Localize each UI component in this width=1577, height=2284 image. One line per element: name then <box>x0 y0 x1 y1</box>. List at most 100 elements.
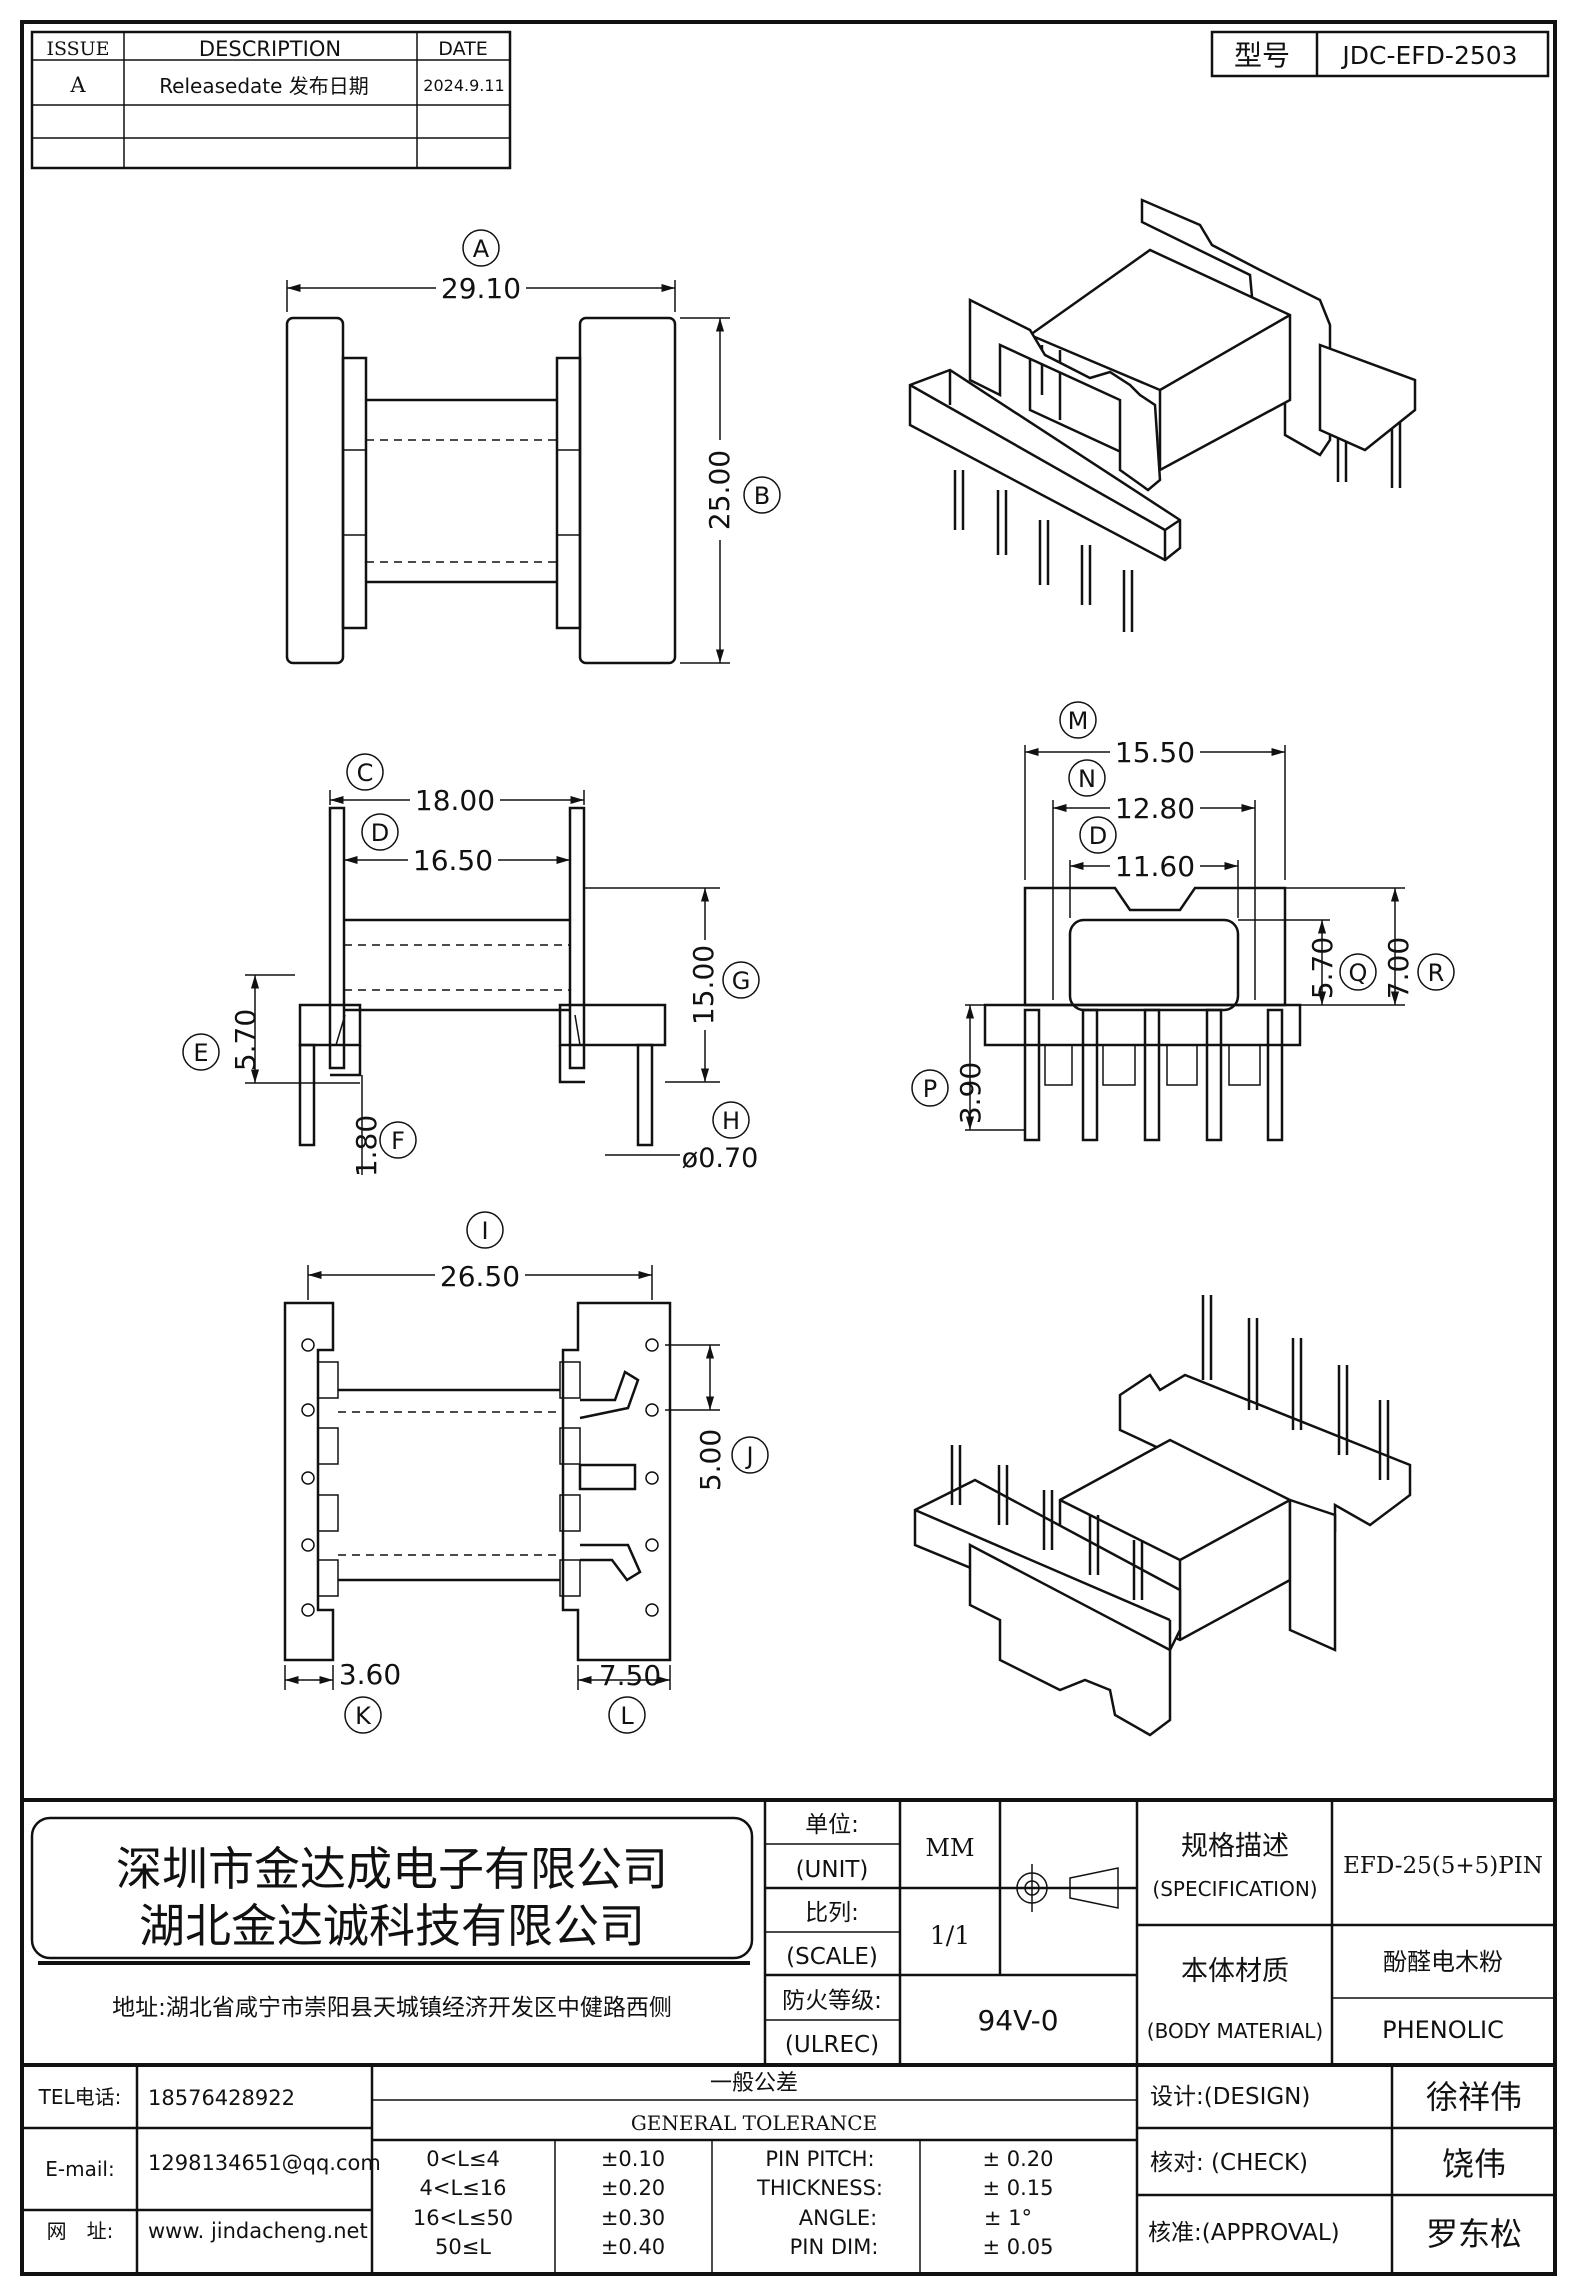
fire-value: 94V-0 <box>977 2004 1058 2037</box>
tolerance-value-4: ±0.40 <box>601 2235 665 2259</box>
material-value-en: PHENOLIC <box>1382 2016 1504 2044</box>
spec-value: EFD-25(5+5)PIN <box>1343 1853 1543 1879</box>
scale-label-en: (SCALE) <box>786 1944 878 1970</box>
dim-letter-c: C <box>357 759 374 787</box>
rev-description-a: Releasedate 发布日期 <box>159 74 369 98</box>
pin-pitch-label: PIN PITCH: <box>765 2147 874 2171</box>
isometric-view-top <box>908 198 1417 632</box>
dim-value-c: 18.00 <box>415 784 495 817</box>
approval-name: 罗东松 <box>1426 2215 1522 2253</box>
angle-value: ± 1° <box>984 2206 1032 2230</box>
tolerance-range-2: 4<L≤16 <box>420 2176 507 2200</box>
pin-dim-label: PIN DIM: <box>790 2235 879 2259</box>
dim-value-p: 3.90 <box>954 1062 987 1124</box>
company-name-line1: 深圳市金达成电子有限公司 <box>116 1842 668 1896</box>
model-label: 型号 <box>1234 39 1290 72</box>
model-box: 型号 JDC-EFD-2503 <box>1210 30 1550 78</box>
approval-label: 核准:(APPROVAL) <box>1148 2220 1340 2246</box>
angle-label: ANGLE: <box>799 2206 877 2230</box>
sheet-border <box>20 20 1557 2276</box>
fire-label-en: (ULREC) <box>785 2032 879 2058</box>
dim-value-m: 15.50 <box>1115 736 1195 769</box>
scale-label-cn: 比列: <box>805 1900 859 1926</box>
web-label: 网 址: <box>47 2219 114 2243</box>
rev-header-date: DATE <box>438 38 487 60</box>
dim-letter-b: B <box>754 482 770 510</box>
rev-header-description: DESCRIPTION <box>199 37 341 61</box>
projection-symbol-icon <box>1008 1864 1124 1912</box>
isometric-view-bottom <box>913 1295 1412 1737</box>
pin-pitch-value: ± 0.20 <box>982 2147 1053 2171</box>
dim-letter-n: N <box>1078 765 1096 793</box>
dim-letter-h: H <box>722 1107 740 1135</box>
top-view: A 29.10 25.00 B <box>285 229 781 665</box>
dim-letter-e: E <box>193 1039 208 1067</box>
unit-label-cn: 单位: <box>805 1812 859 1838</box>
tel-value: 18576428922 <box>148 2086 295 2110</box>
dim-letter-q: Q <box>1349 959 1368 987</box>
tolerance-value-2: ±0.20 <box>601 2176 665 2200</box>
rev-date-a: 2024.9.11 <box>423 76 504 95</box>
dim-letter-g: G <box>732 967 751 995</box>
revision-table: ISSUE DESCRIPTION DATE A Releasedate 发布日… <box>30 30 512 170</box>
dim-value-g: 15.00 <box>687 945 720 1025</box>
dim-letter-l: L <box>620 1702 634 1730</box>
tolerance-value-1: ±0.10 <box>601 2147 665 2171</box>
company-name-line2: 湖北金达诚科技有限公司 <box>139 1899 645 1953</box>
dim-value-j: 5.00 <box>694 1429 727 1491</box>
thickness-label: THICKNESS: <box>756 2176 883 2200</box>
dim-value-r: 7.00 <box>1382 937 1415 999</box>
pin-dim-value: ± 0.05 <box>982 2235 1053 2259</box>
tolerance-value-3: ±0.30 <box>601 2206 665 2230</box>
tolerance-range-4: 50≤L <box>435 2235 491 2259</box>
material-value-cn: 酚醛电木粉 <box>1383 1948 1503 1976</box>
design-name: 徐祥伟 <box>1426 2078 1522 2116</box>
material-label-en: (BODY MATERIAL) <box>1147 2019 1323 2043</box>
dim-value-l: 7.50 <box>599 1659 661 1692</box>
dim-letter-d: D <box>371 819 389 847</box>
unit-value: MM <box>925 1834 974 1862</box>
dim-letter-i: I <box>481 1217 488 1245</box>
fire-label-cn: 防火等级: <box>782 1988 882 2014</box>
web-value: www. jindacheng.net <box>148 2219 368 2243</box>
dim-value-n: 12.80 <box>1115 792 1195 825</box>
dim-value-d2: 11.60 <box>1115 850 1195 883</box>
material-label-cn: 本体材质 <box>1181 1956 1289 1987</box>
dim-letter-j: J <box>744 1442 753 1470</box>
check-label: 核对: (CHECK) <box>1150 2150 1308 2176</box>
rev-issue-a: A <box>69 73 86 97</box>
dim-letter-p: P <box>923 1075 937 1103</box>
dim-letter-r: R <box>1428 959 1445 987</box>
dim-letter-m: M <box>1068 707 1089 735</box>
dim-letter-f: F <box>391 1127 405 1155</box>
tolerance-title-en: GENERAL TOLERANCE <box>631 2111 877 2135</box>
bottom-view: I 26.50 5.00 J 3.60 K 7.50 L <box>283 1211 769 1734</box>
tel-label: TEL电话: <box>38 2085 122 2109</box>
email-value: 1298134651@qq.com <box>148 2151 381 2175</box>
scale-value: 1/1 <box>930 1921 970 1950</box>
tolerance-title-cn: 一般公差 <box>710 2071 798 2096</box>
dim-value-a: 29.10 <box>441 272 521 305</box>
dim-value-b: 25.00 <box>703 450 736 530</box>
spec-label-en: (SPECIFICATION) <box>1152 1877 1317 1901</box>
thickness-value: ± 0.15 <box>982 2176 1053 2200</box>
dim-value-i: 26.50 <box>440 1260 520 1293</box>
dim-value-q: 5.70 <box>1306 937 1339 999</box>
check-name: 饶伟 <box>1442 2145 1506 2183</box>
front-view: C 18.00 D 16.50 5.70 E 1.80 F 15.00 G H … <box>182 753 760 1177</box>
rev-header-issue: ISSUE <box>46 38 109 60</box>
side-view: M 15.50 N 12.80 D 11.60 5.70 7.00 Q R <box>911 701 1455 1142</box>
tolerance-range-1: 0<L≤4 <box>426 2147 500 2171</box>
dim-value-f: 1.80 <box>350 1115 383 1177</box>
dim-letter-k: K <box>355 1702 372 1730</box>
tolerance-range-3: 16<L≤50 <box>413 2206 513 2230</box>
email-label: E-mail: <box>45 2157 114 2181</box>
dim-value-k: 3.60 <box>339 1658 401 1691</box>
spec-label-cn: 规格描述 <box>1181 1831 1289 1862</box>
dim-value-d: 16.50 <box>413 844 493 877</box>
model-value: JDC-EFD-2503 <box>1340 41 1517 70</box>
design-label: 设计:(DESIGN) <box>1150 2084 1310 2110</box>
dim-letter-a: A <box>473 235 490 263</box>
title-block: 深圳市金达成电子有限公司 湖北金达诚科技有限公司 地址:湖北省咸宁市崇阳县天城镇… <box>22 1798 1555 2274</box>
